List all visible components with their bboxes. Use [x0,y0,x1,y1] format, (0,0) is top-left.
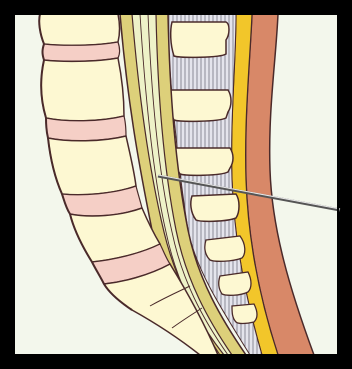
sacral-process-3 [232,304,257,324]
intervertebral-disc-1 [43,42,120,61]
spinous-process-4 [191,194,239,221]
spinous-process-2 [169,90,231,121]
sacral-process-1 [205,236,245,261]
vertebral-body-2 [41,58,124,121]
sacral-process-2 [219,272,251,295]
spinous-process-3 [175,148,233,175]
vertebral-body-3 [48,136,136,195]
vertebral-body-1 [39,14,119,45]
spinous-process-1 [171,22,229,57]
